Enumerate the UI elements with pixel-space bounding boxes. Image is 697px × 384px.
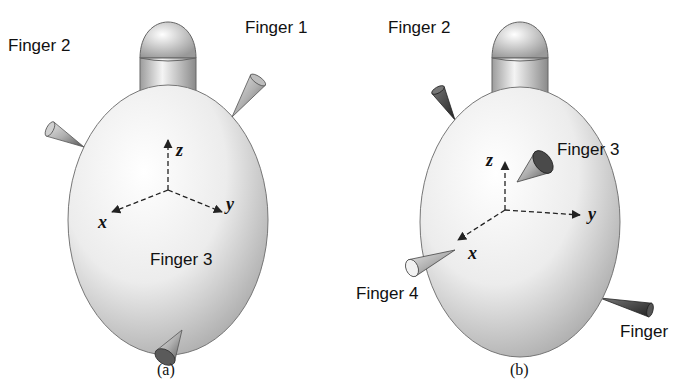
finger-label: Finger 3 bbox=[557, 140, 619, 160]
finger-label: Finger 3 bbox=[150, 250, 212, 270]
object-a bbox=[43, 22, 268, 369]
axis-label: x bbox=[468, 243, 477, 264]
axis-label: y bbox=[588, 204, 596, 225]
panel-label: (b) bbox=[510, 361, 529, 379]
panel-label: (a) bbox=[157, 361, 175, 379]
axis-label: y bbox=[226, 194, 234, 215]
axis-label: x bbox=[98, 212, 107, 233]
axis-label: z bbox=[486, 150, 493, 171]
finger-label: Finger 2 bbox=[388, 18, 450, 38]
finger-label: Finger 4 bbox=[356, 284, 418, 304]
finger-label: Finger bbox=[620, 322, 668, 342]
object-b bbox=[403, 22, 655, 357]
finger-label: Finger 2 bbox=[8, 36, 70, 56]
axis-label: z bbox=[176, 140, 183, 161]
finger-label: Finger 1 bbox=[245, 18, 307, 38]
